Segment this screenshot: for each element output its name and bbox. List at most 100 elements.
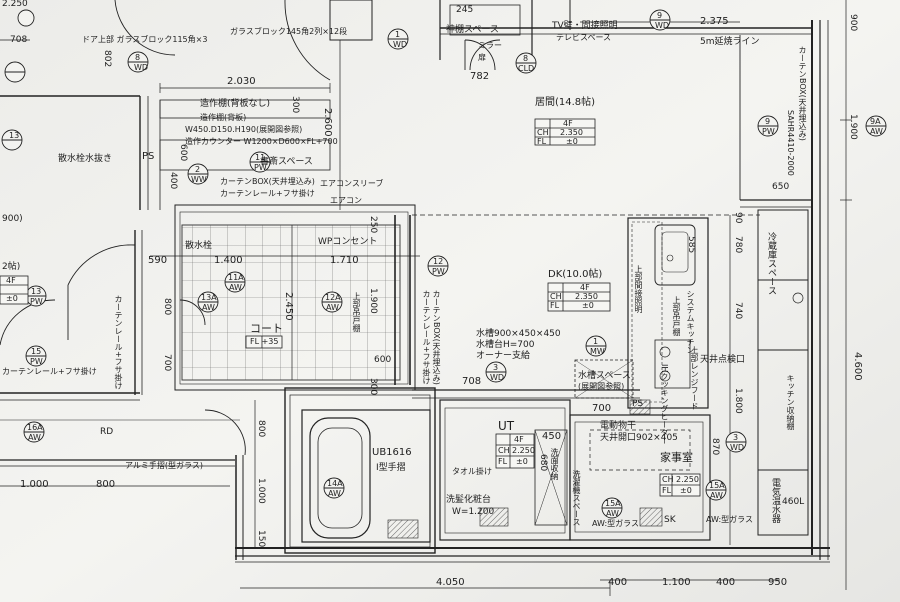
- tag-12aaw: 12A: [325, 293, 341, 302]
- dim-740: 740: [733, 302, 743, 320]
- label-aw-frosted: AW:型ガラス: [592, 519, 640, 528]
- kitchen-area: [627, 209, 809, 536]
- label-shutter: SAHR4410-2000: [786, 110, 795, 176]
- tag-1mw-sub: MW: [590, 347, 605, 356]
- label-ih: IHクッキングヒーター: [660, 364, 669, 445]
- label-tank-space-2: (展開図参照): [578, 382, 625, 391]
- label-4f-left: 4F: [6, 276, 16, 285]
- tag-15aaw-sub: AW: [606, 509, 619, 518]
- dim-800c: 800: [96, 479, 116, 490]
- label-ps: PS: [142, 151, 155, 162]
- tag-15pw: 15: [31, 347, 42, 356]
- label-towel: タオル掛け: [452, 467, 492, 476]
- tag-16aaw-sub: AW: [28, 433, 41, 442]
- label-curtain-rail: カーテンレール+フサ掛け: [220, 189, 315, 198]
- label-fl35: FL +35: [250, 337, 279, 346]
- label-shelf-size: W450.D150.H190(展開図参照): [185, 125, 303, 134]
- dim-800b: 800: [256, 420, 266, 438]
- tag-13aaw: 13A: [201, 293, 217, 302]
- tag-13pw-l: 13: [31, 287, 42, 296]
- label-coat: コート: [250, 322, 283, 335]
- dim-590: 590: [148, 255, 168, 266]
- label-tv-space: テレビスペース: [556, 33, 612, 42]
- dim-870: 870: [710, 438, 720, 456]
- label-altar-1: ミラー: [478, 41, 502, 50]
- label-upper-shelf: 上部吊戸棚: [352, 292, 361, 332]
- dim-1800: 1.800: [733, 388, 743, 414]
- tag-12pw: 12: [433, 257, 444, 266]
- dim-2375: 2.375: [700, 16, 729, 27]
- label-fl-left: ±0: [6, 294, 18, 303]
- tag-9pw: 9: [765, 117, 771, 126]
- label-aircon: エアコン: [330, 196, 362, 205]
- label-kitchen-storage: キッチン収納棚: [786, 374, 795, 430]
- living-ch: CH: [537, 128, 549, 137]
- dim-708a: 708: [10, 35, 28, 45]
- tag-3wd2-sub: WD: [730, 443, 745, 452]
- label-shelf: 造作棚(背板なし): [200, 99, 271, 109]
- tag-3wd-sub: WD: [490, 373, 505, 382]
- tag-3wd2: 3: [733, 433, 739, 442]
- tag-13aaw-sub: AW: [202, 303, 215, 312]
- door-swings: [0, 0, 501, 456]
- label-curtain-rail-v: カーテンレール+フサ掛け: [422, 290, 431, 385]
- tag-8wd-sub: WD: [134, 63, 149, 72]
- tag-15aaw2: 15A: [709, 481, 725, 490]
- dk-fl: FL: [550, 301, 560, 310]
- dim-780: 780: [733, 236, 743, 254]
- dim-1900: 1.900: [368, 288, 378, 314]
- dim-400c: 400: [716, 577, 736, 588]
- label-living: 居間(14.8帖): [535, 97, 596, 108]
- label-room-partial: 2帖): [2, 262, 21, 272]
- label-rd: RD: [100, 427, 114, 437]
- label-alumi: アルミ手摺(型ガラス): [125, 461, 204, 470]
- dim-2600: 2.600: [322, 108, 333, 137]
- ut-ch: CH: [498, 446, 510, 455]
- dk-floor: 4F: [580, 283, 590, 292]
- dim-150: 150: [256, 530, 266, 548]
- tag-1wd: 1: [395, 30, 401, 39]
- dimension-lines: [0, 0, 852, 596]
- tag-8cld: 8: [523, 54, 529, 63]
- dim-802: 802: [102, 50, 112, 68]
- dim-300: 300: [290, 96, 300, 114]
- tag-15aaw: 15A: [605, 499, 621, 508]
- tag-9aaw-sub: AW: [870, 127, 883, 136]
- hw-ch-val: 2.250: [676, 475, 699, 484]
- dk-ch-val: 2.350: [575, 292, 598, 301]
- dim-2250: 2.250: [2, 0, 28, 9]
- label-system-kitchen: システムキッチン: [686, 290, 695, 354]
- note-glass-block: ガラスブロック145角2列×12段: [230, 27, 348, 36]
- label-water-heater: 電気温水器: [770, 478, 780, 523]
- dim-1710: 1.710: [330, 255, 359, 266]
- label-curtain-rail-b: カーテンレール+フサ掛け: [2, 367, 97, 376]
- dim-708b: 708: [462, 376, 482, 387]
- dim-700b: 700: [592, 403, 612, 414]
- dim-650: 650: [772, 182, 790, 192]
- tag-9wd: 9: [657, 11, 663, 20]
- label-tv: TV壁・間接照明: [552, 21, 618, 31]
- label-water-tank: 水槽900×450×450: [476, 329, 561, 339]
- label-sk: SK: [664, 515, 676, 525]
- label-curtain-box: カーテンBOX(天井埋込み): [220, 177, 315, 186]
- dim-800a: 800: [162, 298, 172, 316]
- label-order-support: オーナー支給: [476, 351, 531, 361]
- ut-fl: FL: [498, 457, 508, 466]
- label-ceiling-hatch: 天井点検口: [700, 355, 746, 365]
- label-upper-indirect: 上部間接照明: [634, 265, 643, 313]
- tag-9aaw: 9A: [870, 117, 881, 126]
- dim-250: 250: [368, 216, 378, 234]
- tag-2ww: 2: [195, 165, 201, 174]
- label-water-heater-cap: 460L: [782, 497, 805, 507]
- label-fridge: 冷蔵庫スペース: [766, 232, 776, 295]
- tag-16aaw: 16A: [27, 423, 43, 432]
- label-curtain-rail-l: カーテンレール+フサ掛け: [114, 295, 123, 390]
- exterior-walls: [0, 20, 830, 563]
- label-aircon-sleeve: エアコンスリーブ: [320, 179, 384, 188]
- dim-245: 245: [456, 5, 474, 15]
- dim-1900r: 1.900: [848, 114, 858, 140]
- tag-9pw-sub: PW: [762, 127, 775, 136]
- wet-area: [284, 387, 711, 554]
- label-counter: 造作カウンター W1200×D600×FL+700: [185, 137, 338, 146]
